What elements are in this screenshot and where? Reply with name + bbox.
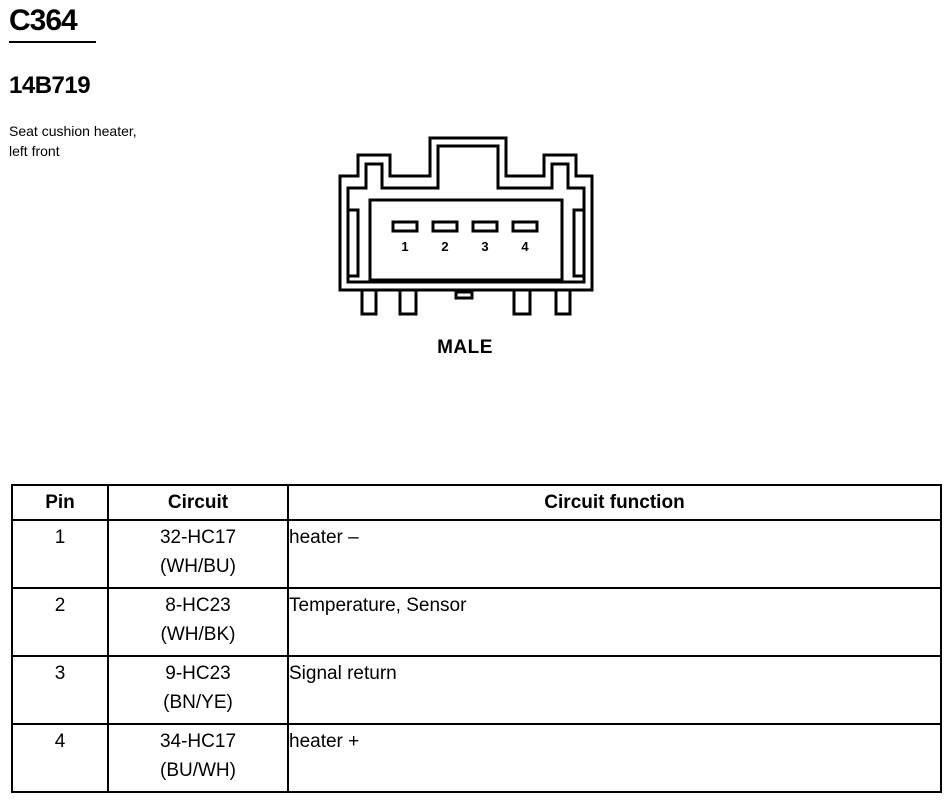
circuit-number: 8-HC23 [165, 595, 231, 616]
pin-cell: 2 [11, 587, 109, 657]
description-line-1: Seat cushion heater, [9, 123, 137, 139]
bottom-tab-4 [554, 290, 572, 316]
pin-label-1: 1 [401, 239, 408, 254]
table-row: 3 9-HC23 (BN/YE) Signal return [11, 655, 942, 725]
bottom-tab-3 [512, 290, 532, 316]
circuit-cell: 32-HC17 (WH/BU) [107, 519, 289, 589]
connector-description: Seat cushion heater, left front [9, 121, 209, 161]
table-row: 2 8-HC23 (WH/BK) Temperature, Sensor [11, 587, 942, 657]
pin-cell: 4 [11, 723, 109, 793]
pin-cell: 3 [11, 655, 109, 725]
header-circuit: Circuit [107, 484, 289, 521]
bottom-tab-2 [398, 290, 418, 316]
function-cell: Temperature, Sensor [287, 587, 942, 657]
header-function: Circuit function [287, 484, 942, 521]
function-cell: heater – [287, 519, 942, 589]
connector-id: C364 [9, 4, 78, 37]
connector-cavity [368, 198, 564, 282]
connector-face-diagram: 1 2 3 4 [338, 136, 594, 316]
circuit-number: 9-HC23 [165, 663, 231, 684]
bottom-tab-1 [360, 290, 378, 316]
circuit-cell: 34-HC17 (BU/WH) [107, 723, 289, 793]
pin-label-3: 3 [481, 239, 488, 254]
pin-terminal-2 [431, 220, 459, 233]
left-latch [348, 208, 360, 278]
header-pin: Pin [11, 484, 109, 521]
right-latch [572, 208, 584, 278]
pin-label-2: 2 [441, 239, 448, 254]
function-cell: heater + [287, 723, 942, 793]
connector-inner-outline [346, 144, 586, 284]
key-notch [454, 290, 474, 300]
pin-terminal-3 [471, 220, 499, 233]
connector-gender: MALE [437, 337, 493, 358]
circuit-number: 34-HC17 [159, 731, 237, 752]
pin-label-4: 4 [521, 239, 529, 254]
table-row: 4 34-HC17 (BU/WH) heater + [11, 723, 942, 793]
circuit-number: 32-HC17 [159, 527, 237, 548]
circuit-color: (WH/BU) [160, 556, 236, 577]
connector-housing-outline [338, 136, 594, 292]
circuit-cell: 9-HC23 (BN/YE) [107, 655, 289, 725]
pin-cell: 1 [11, 519, 109, 589]
title-underline [9, 41, 96, 43]
circuit-color: (BU/WH) [160, 760, 236, 781]
circuit-cell: 8-HC23 (WH/BK) [107, 587, 289, 657]
description-line-2: left front [9, 143, 60, 159]
table-row: 1 32-HC17 (WH/BU) heater – [11, 519, 942, 589]
function-cell: Signal return [287, 655, 942, 725]
part-number: 14B719 [9, 72, 91, 99]
pin-table: Pin Circuit Circuit function 1 32-HC17 (… [11, 484, 942, 793]
table-header-row: Pin Circuit Circuit function [11, 484, 942, 521]
pin-terminal-4 [511, 220, 539, 233]
circuit-color: (BN/YE) [163, 692, 233, 713]
circuit-color: (WH/BK) [160, 624, 236, 645]
pin-terminal-1 [391, 220, 419, 233]
